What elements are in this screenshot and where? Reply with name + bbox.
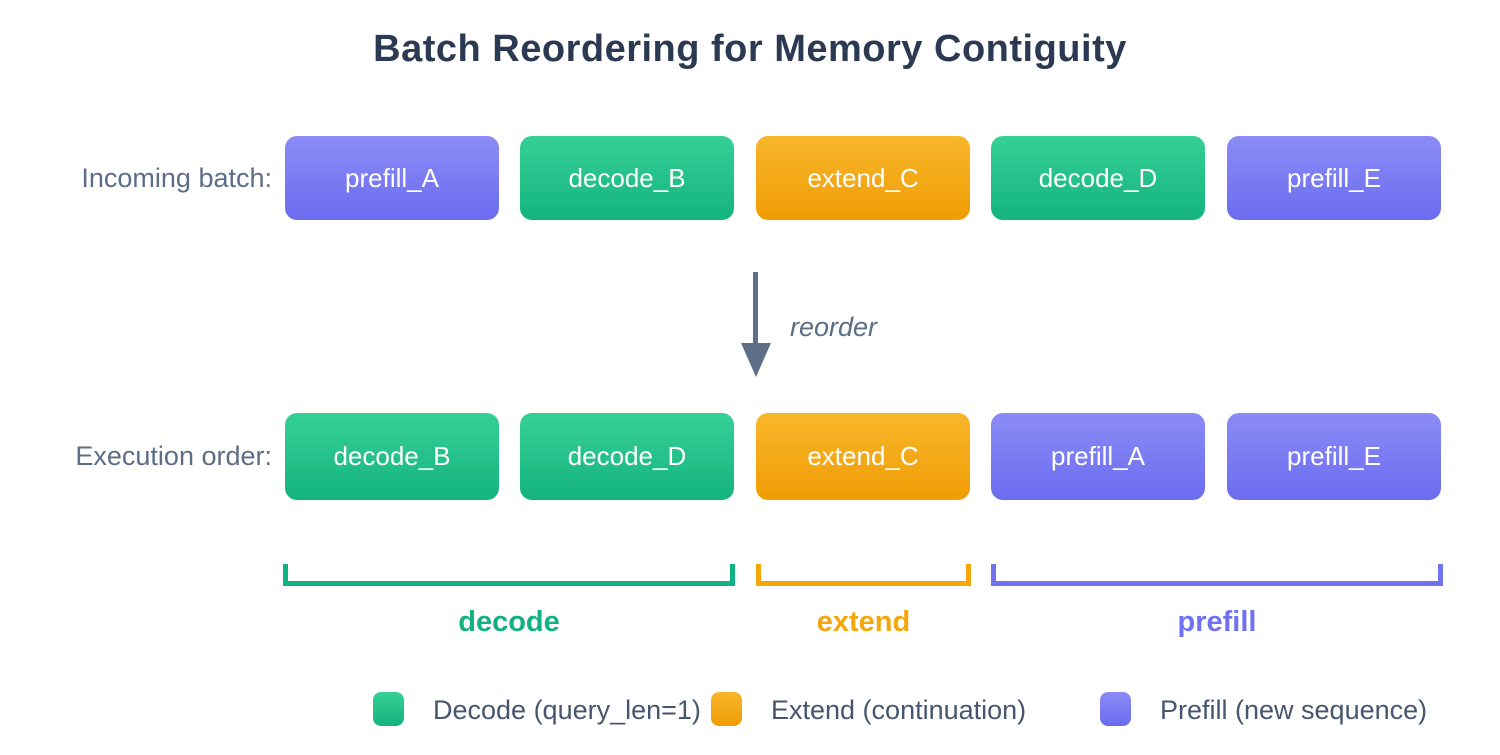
extend-legend-swatch-icon (711, 692, 742, 726)
box-prefill-e-execution: prefill_E (1227, 413, 1441, 500)
box-prefill-a-incoming: prefill_A (285, 136, 499, 220)
reorder-label: reorder (790, 312, 878, 342)
prefill-bracket (991, 564, 1443, 586)
prefill-legend-swatch-icon (1100, 692, 1131, 726)
diagram-title: Batch Reordering for Memory Contiguity (373, 28, 1127, 70)
box-decode-b-execution: decode_B (285, 413, 499, 500)
prefill-group-label: prefill (1177, 606, 1257, 638)
decode-bracket (283, 564, 735, 586)
down-arrow-head-icon (741, 343, 771, 377)
decode-legend-label: Decode (query_len=1) (433, 695, 701, 725)
box-extend-c-execution: extend_C (756, 413, 970, 500)
decode-group-label: decode (458, 606, 560, 638)
box-decode-d-incoming: decode_D (991, 136, 1205, 220)
box-decode-d-execution: decode_D (520, 413, 734, 500)
down-arrow-line (753, 272, 758, 344)
box-extend-c-incoming: extend_C (756, 136, 970, 220)
box-decode-b-incoming: decode_B (520, 136, 734, 220)
extend-legend-label: Extend (continuation) (771, 695, 1027, 725)
extend-bracket (756, 564, 971, 586)
decode-legend-swatch-icon (373, 692, 404, 726)
box-prefill-e-incoming: prefill_E (1227, 136, 1441, 220)
prefill-legend-label: Prefill (new sequence) (1160, 695, 1428, 725)
box-prefill-a-execution: prefill_A (991, 413, 1205, 500)
execution-order-label: Execution order: (75, 441, 272, 471)
incoming-batch-label: Incoming batch: (81, 163, 272, 193)
extend-group-label: extend (816, 606, 911, 638)
